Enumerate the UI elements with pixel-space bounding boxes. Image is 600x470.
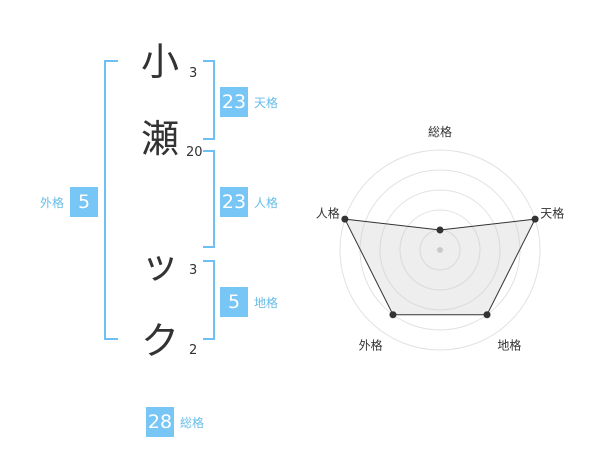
gaikaku-bracket bbox=[104, 60, 118, 340]
radar-axis-label-1: 総格 bbox=[428, 124, 452, 139]
name-char-2: 瀬 bbox=[140, 117, 179, 161]
chikaku-badge: 5 地格 bbox=[220, 287, 278, 317]
radar-point-5 bbox=[341, 215, 349, 223]
soukaku-label: 総格 bbox=[180, 415, 205, 430]
radar-series-polygon bbox=[344, 218, 536, 316]
radar-ring-2 bbox=[399, 209, 481, 291]
stroke-count-2: 20 bbox=[186, 145, 203, 160]
radar-point-4 bbox=[389, 311, 397, 319]
gaikaku-badge: 外格 5 bbox=[40, 187, 99, 217]
chikaku-label: 地格 bbox=[254, 295, 279, 310]
name-char-1: 小 bbox=[140, 40, 179, 84]
stroke-count-3: 3 bbox=[189, 263, 198, 278]
tenkaku-label: 天格 bbox=[254, 95, 279, 110]
stroke-count-4: 2 bbox=[189, 343, 198, 358]
chikaku-bracket bbox=[203, 260, 215, 340]
radar-point-1 bbox=[436, 226, 444, 234]
radar-axis-label-3: 地格 bbox=[497, 337, 521, 352]
radar-ring-5 bbox=[339, 149, 541, 351]
gaikaku-label: 外格 bbox=[40, 195, 65, 210]
soukaku-value: 28 bbox=[146, 407, 174, 437]
jinkaku-value: 23 bbox=[220, 187, 248, 217]
radar-point-3 bbox=[483, 311, 491, 319]
radar-center-dot bbox=[437, 247, 443, 253]
jinkaku-label: 人格 bbox=[254, 195, 279, 210]
name-char-3: ッ bbox=[140, 243, 179, 287]
chikaku-value: 5 bbox=[220, 287, 248, 317]
jinkaku-bracket bbox=[203, 150, 215, 248]
gaikaku-value: 5 bbox=[70, 187, 99, 217]
stroke-count-1: 3 bbox=[189, 66, 198, 81]
jinkaku-badge: 23 人格 bbox=[220, 187, 278, 217]
radar-axis-label-4: 外格 bbox=[359, 337, 383, 352]
tenkaku-value: 23 bbox=[220, 87, 248, 117]
tenkaku-badge: 23 天格 bbox=[220, 87, 278, 117]
tenkaku-bracket bbox=[203, 60, 215, 140]
radar-ring-3 bbox=[379, 189, 501, 311]
radar-axis-label-2: 天格 bbox=[540, 206, 564, 221]
radar-axis-label-5: 人格 bbox=[316, 206, 340, 221]
soukaku-badge: 28 総格 bbox=[146, 407, 204, 437]
name-char-4: ク bbox=[140, 319, 179, 363]
radar-point-2 bbox=[531, 215, 539, 223]
